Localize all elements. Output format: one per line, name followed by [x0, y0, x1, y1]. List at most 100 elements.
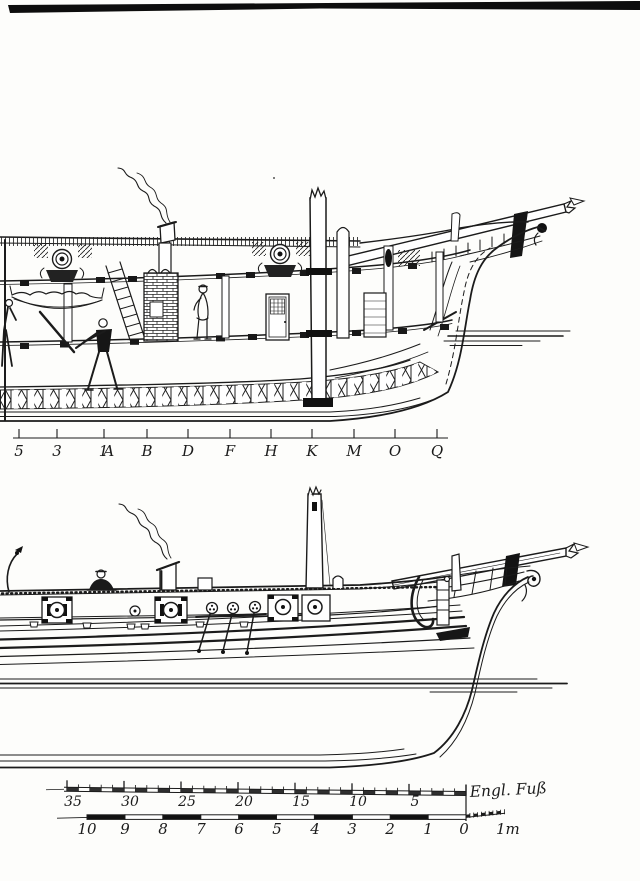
feet-tick-label: 30 [121, 794, 139, 810]
feet-cell [249, 789, 261, 794]
gunport [267, 594, 299, 622]
channel-deadeyes [195, 600, 267, 655]
cook-figure [193, 284, 212, 340]
cannon [257, 243, 303, 277]
hammock-with-sailor [9, 285, 105, 309]
feet-cell [135, 788, 147, 793]
meter-tick-label: 10 [77, 820, 97, 838]
figurehead-scroll-icon [521, 569, 541, 602]
deck-box [197, 577, 213, 591]
feet-cell [340, 790, 352, 795]
feet-cell [295, 789, 307, 794]
meter-cell [389, 814, 429, 820]
feet-scale: 35 30 25 20 15 10 5 Engl. Fuß [45, 779, 547, 821]
station-label: O [389, 442, 401, 460]
cannon [39, 248, 85, 282]
sailor-figure [38, 310, 123, 391]
sailor-figure-partial [1, 298, 17, 367]
waterline [0, 678, 568, 693]
meter-cell [313, 814, 353, 820]
section-view [0, 167, 586, 422]
feet-cell [89, 787, 102, 792]
meter-scale: 10 9 8 7 6 5 4 3 2 1 0 1m [56, 809, 520, 838]
deadeye-icon [226, 601, 240, 615]
feet-tick-label: 15 [292, 794, 310, 810]
meter-tick-label: 9 [120, 820, 130, 838]
sailor-at-rail [86, 569, 117, 591]
mast [305, 485, 331, 589]
small-port [129, 605, 141, 617]
station-label: 3 [52, 442, 62, 460]
companion-ladder [105, 261, 145, 341]
station-label: M [345, 442, 362, 460]
feet-tick-label: 25 [177, 794, 196, 810]
cabin-door [265, 293, 290, 341]
feet-bar-bottom [63, 790, 467, 796]
meter-cell [351, 814, 391, 820]
meter-cell [86, 814, 126, 820]
station-scale: 5 3 1A B D F H K M O Q [13, 429, 448, 460]
gunport [154, 596, 188, 624]
meter-unit-label: 1m [496, 820, 520, 838]
feet-cell [67, 787, 79, 792]
meter-cell [238, 814, 278, 820]
feet-bar-top [63, 786, 467, 792]
bowsprit [391, 542, 590, 590]
feet-cell [454, 791, 466, 796]
feet-tick-label: 10 [349, 794, 367, 810]
plate-top-border [8, 1, 640, 13]
feet-lead-line [45, 788, 65, 791]
deck-beams [20, 263, 449, 349]
meter-tick-label: 5 [272, 820, 282, 838]
deadeye-icon [205, 601, 219, 615]
stanchions [63, 226, 444, 343]
station-label: F [224, 442, 236, 460]
bitt-post [332, 575, 344, 589]
feet-cell [272, 789, 284, 794]
meter-tick-label: 1 [423, 820, 433, 838]
feet-cell [181, 788, 193, 793]
keel [0, 397, 433, 417]
station-label: B [140, 442, 152, 460]
meter-cell [162, 814, 202, 820]
smoke-plume-icon [117, 167, 171, 224]
gunport [41, 596, 73, 624]
meter-cell [427, 814, 467, 820]
paper-speck [273, 177, 275, 179]
feet-cell [317, 789, 330, 795]
meter-tick-label: 6 [234, 820, 244, 838]
galley-stove [143, 221, 179, 342]
meter-tick-label: 2 [384, 820, 395, 838]
gunport [301, 594, 331, 622]
feet-cell [409, 790, 421, 796]
meter-cell [276, 814, 315, 820]
deadeye-icon [248, 600, 262, 614]
bowsprit [343, 197, 586, 267]
feet-cell [431, 791, 444, 796]
station-label: Q [431, 442, 443, 460]
hull-frames [0, 361, 440, 410]
keel-and-stem [0, 576, 530, 769]
rail-and-bulwark [0, 212, 543, 266]
station-label: D [181, 442, 194, 460]
meter-tick-label: 7 [196, 820, 206, 838]
meter-cell [124, 814, 164, 820]
feet-unit-label: Engl. Fuß [468, 779, 547, 801]
ensign-staff [6, 546, 23, 593]
station-label: 5 [14, 442, 24, 460]
feet-tick-label: 20 [234, 794, 253, 810]
meter-lead-line [56, 816, 88, 819]
mast [303, 186, 333, 407]
meter-cell [200, 814, 240, 820]
feet-cell [363, 790, 375, 795]
feet-tick-label: 5 [411, 794, 420, 810]
funnel [155, 560, 181, 591]
feet-cell [386, 790, 398, 795]
meter-tick-label: 4 [309, 820, 320, 838]
anchor-and-cathead [410, 553, 462, 629]
station-label: 1A [99, 442, 115, 460]
feet-cell [226, 788, 238, 794]
gammoning [502, 553, 520, 587]
